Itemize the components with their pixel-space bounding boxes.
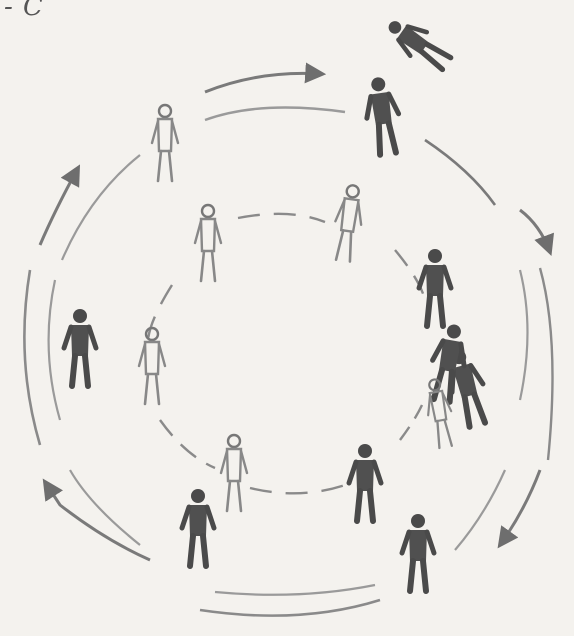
dancer-figure [349, 444, 381, 521]
dancer-figure [152, 105, 178, 181]
inner-figures [139, 184, 471, 521]
dancer-figure [419, 249, 451, 326]
dancer-figure [64, 309, 96, 386]
arrow-icon [520, 210, 550, 252]
dancer-figure [382, 12, 455, 75]
dancer-figure [221, 435, 247, 511]
arrow-icon [500, 470, 540, 545]
dancer-figure [195, 205, 221, 281]
arrow-icon [205, 73, 322, 92]
inner-ring [148, 214, 425, 494]
arrow-icon [40, 168, 78, 245]
dancer-figure [139, 328, 165, 404]
dancer-figure [182, 489, 214, 566]
dancer-figure [402, 514, 434, 591]
dancer-figure [330, 184, 366, 263]
arrow-icon [45, 482, 150, 560]
outer-ring [24, 73, 552, 615]
dancer-figure [361, 75, 403, 156]
